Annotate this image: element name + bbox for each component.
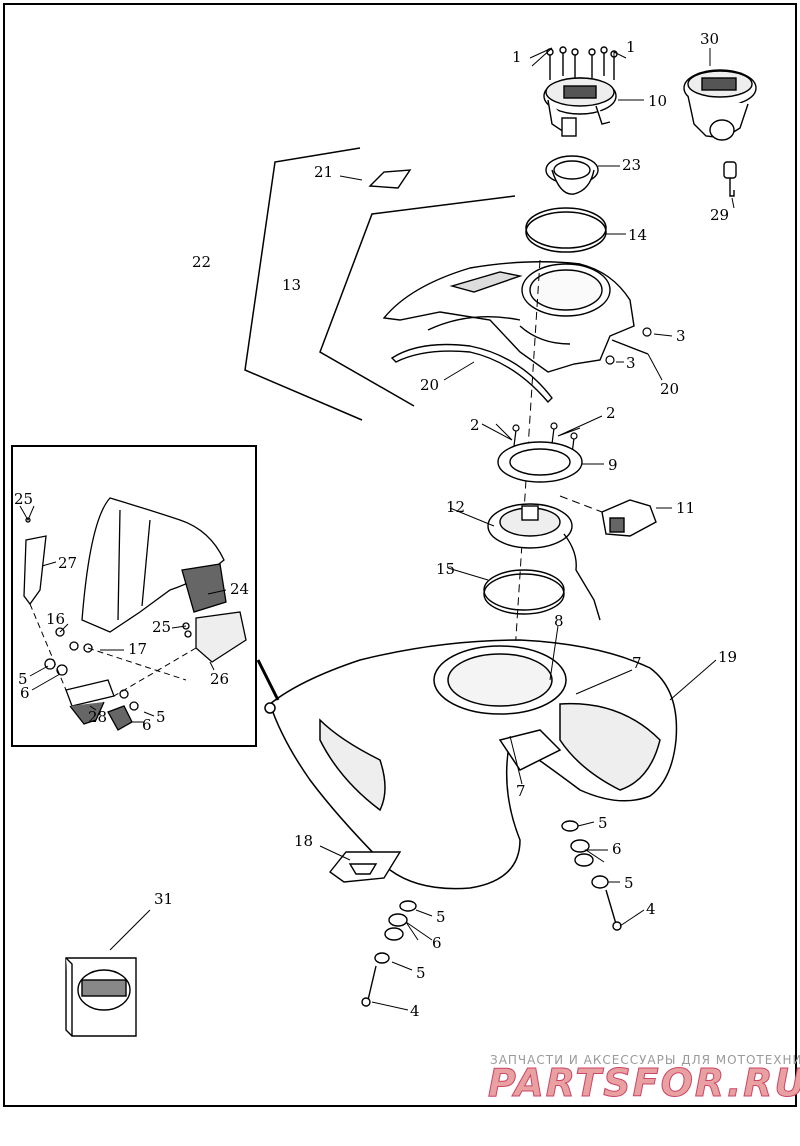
callout-29: 29	[710, 206, 729, 224]
callout-31: 31	[154, 890, 173, 908]
inset-callout-26: 26	[210, 670, 229, 688]
callout-30: 30	[700, 30, 719, 48]
callout-1b: 1	[626, 38, 636, 56]
mount-hardware-lower	[361, 900, 417, 1007]
callout-2b: 2	[606, 404, 616, 422]
callout-18: 18	[294, 832, 313, 850]
inset-callout-6b: 6	[142, 716, 152, 734]
callout-3b: 3	[626, 354, 636, 372]
callout-3a: 3	[676, 327, 686, 345]
inset-callout-17: 17	[128, 640, 147, 658]
inset-callout-25a: 25	[14, 490, 33, 508]
callout-2a: 2	[470, 416, 480, 434]
callout-8: 8	[554, 612, 564, 630]
gasket	[483, 569, 565, 615]
inset-callout-6a: 6	[20, 684, 30, 702]
callout-5a: 5	[598, 814, 608, 832]
inset-detail	[11, 445, 280, 747]
ignition-key	[723, 161, 737, 197]
callout-7b: 7	[516, 782, 526, 800]
callout-21: 21	[314, 163, 333, 181]
watermark-caption: ЗАПЧАСТИ И АКСЕССУАРЫ ДЛЯ МОТОТЕХНИКИ	[490, 1053, 800, 1067]
callout-22: 22	[192, 253, 211, 271]
inset-callout-28: 28	[88, 708, 107, 726]
trim-ring	[525, 207, 607, 253]
callout-9: 9	[608, 456, 618, 474]
fuel-cap-with-lock	[683, 69, 757, 141]
screw-set-1	[546, 46, 618, 80]
owners-manual	[65, 957, 137, 1037]
trim-strip-right	[427, 316, 649, 355]
inset-callout-16: 16	[46, 610, 65, 628]
assembly-centerline	[511, 259, 541, 701]
fuel-pump	[487, 503, 601, 621]
callout-4a: 4	[646, 900, 656, 918]
watermark: ЗАПЧАСТИ И АКСЕССУАРЫ ДЛЯ МОТОТЕХНИКИ PA…	[488, 1053, 800, 1106]
trim-strip-left	[390, 343, 553, 404]
sender-leader	[559, 495, 603, 513]
callout-20b: 20	[660, 380, 679, 398]
filler-seal	[545, 155, 599, 195]
callout-19: 19	[718, 648, 737, 666]
callout-23: 23	[622, 156, 641, 174]
inset-callout-5b: 5	[156, 708, 166, 726]
tank-badge	[328, 851, 402, 883]
callout-20a: 20	[420, 376, 439, 394]
leader-lines	[19, 47, 735, 1011]
callout-5d: 5	[416, 964, 426, 982]
fuel-sender	[601, 499, 657, 537]
screw-3	[605, 327, 652, 365]
tank-console	[382, 261, 635, 373]
inset-callout-5a: 5	[18, 670, 28, 688]
callout-5c: 5	[436, 908, 446, 926]
callout-13: 13	[282, 276, 301, 294]
group-bracket-22	[244, 147, 363, 421]
callout-5b: 5	[624, 874, 634, 892]
callout-6a: 6	[612, 840, 622, 858]
callout-4b: 4	[410, 1002, 420, 1020]
group-bracket-13	[319, 195, 516, 407]
fuel-cap-assembly	[543, 46, 618, 137]
callout-7a: 7	[632, 654, 642, 672]
decal-emblem	[368, 169, 412, 189]
inset-callout-24: 24	[230, 580, 249, 598]
diagram-border	[3, 3, 797, 1107]
inset-callout-25b: 25	[152, 618, 171, 636]
callout-14: 14	[628, 226, 647, 244]
callout-labels: 1 1 10 30 21 23 29 22 14 13 3 3 20 20 2 …	[14, 30, 737, 1020]
fuel-tank	[264, 639, 678, 890]
callout-10: 10	[648, 92, 667, 110]
watermark-brand: PARTSFOR.RU	[488, 1061, 800, 1105]
mounting-plate	[497, 441, 583, 483]
callout-1a: 1	[512, 48, 522, 66]
mount-hardware-right	[561, 820, 622, 931]
callout-6b: 6	[432, 934, 442, 952]
callout-11: 11	[676, 499, 695, 517]
inset-callout-27: 27	[58, 554, 77, 572]
callout-12: 12	[446, 498, 465, 516]
callout-15: 15	[436, 560, 455, 578]
